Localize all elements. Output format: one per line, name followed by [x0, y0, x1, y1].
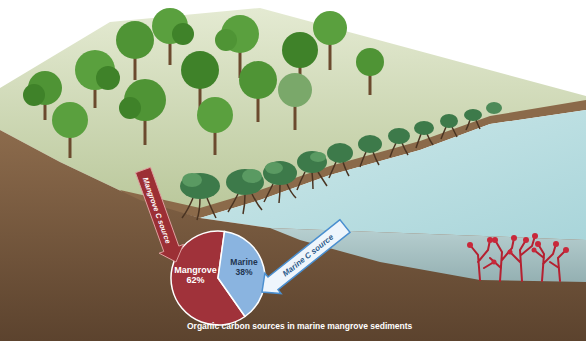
tree-canopies	[23, 8, 384, 138]
slice-percent: 62%	[173, 275, 218, 285]
water-surface	[200, 110, 586, 240]
slice-label: Marine	[229, 258, 259, 268]
mangrove-roots	[182, 120, 480, 220]
mangrove-source-arrow	[136, 167, 184, 262]
mangrove-canopies	[180, 102, 502, 199]
sediment-section	[0, 130, 586, 341]
slice-percent: 38%	[229, 268, 259, 278]
marine-share: Marine38%	[229, 258, 259, 278]
marine-source-arrow	[262, 220, 350, 294]
slice-label: Mangrove	[173, 265, 218, 275]
figure-caption: Organic carbon sources in marine mangrov…	[187, 321, 412, 331]
mangrove-share: Mangrove62%	[173, 265, 218, 286]
marine-slice	[218, 232, 265, 317]
seaweed-tufts	[467, 233, 569, 265]
red-seaweed	[470, 236, 566, 281]
land-trees	[45, 35, 370, 158]
